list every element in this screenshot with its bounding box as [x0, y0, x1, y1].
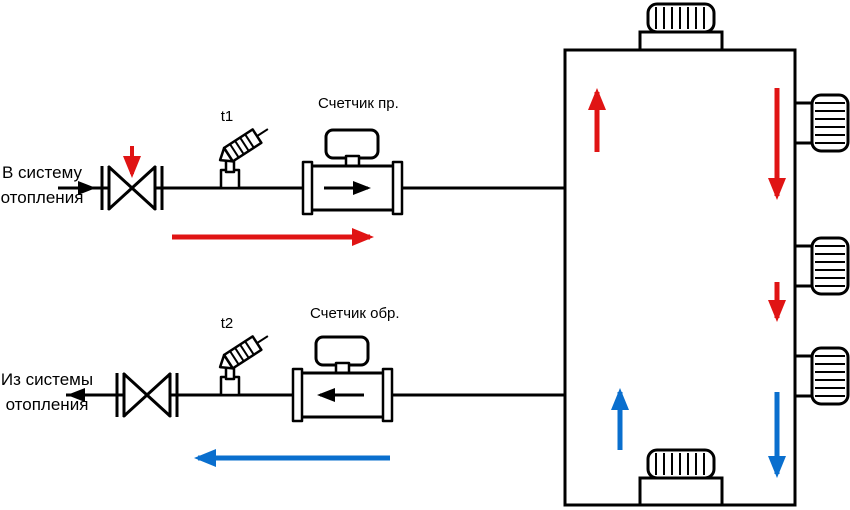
return-flow-meter-icon: [291, 335, 394, 423]
radiator-right-3-icon: [795, 346, 850, 406]
supply-valve-right-wedge: [130, 165, 157, 211]
radiator-top-fins: [655, 7, 705, 29]
supply-caption-line2: отопления: [1, 188, 84, 207]
return-valve-right-wedge: [145, 372, 172, 418]
supply-temp-sensor-icon: [218, 128, 269, 190]
supply-valve: [100, 165, 164, 211]
return-caption-line1: Из системы: [1, 370, 93, 389]
return-valve: [115, 372, 179, 418]
radiator-right-2-icon: [795, 236, 850, 296]
radiator-right-1-body: [810, 93, 850, 153]
supply-sensor-label: t1: [221, 108, 234, 125]
radiator-top-bracket: [638, 30, 724, 50]
supply-meter-label: Счетчик пр.: [318, 95, 399, 112]
radiator-bottom-bracket: [638, 476, 724, 505]
radiator-right-3-bracket: [795, 354, 812, 398]
return-caption-line2: отопления: [6, 395, 89, 414]
return-meter-flange-right: [381, 367, 394, 423]
supply-meter-head: [324, 128, 380, 160]
radiator-top-icon: [638, 2, 724, 50]
return-meter-flange-left: [291, 367, 304, 423]
return-meter-label: Счетчик обр.: [310, 305, 400, 322]
supply-valve-left-wedge: [107, 165, 134, 211]
radiator-bottom-icon: [638, 448, 724, 505]
heating-circuit-loop: [563, 48, 797, 507]
supply-meter-flange-left: [301, 160, 314, 216]
radiator-bottom-fins: [655, 453, 705, 475]
supply-flow-meter-icon: [301, 128, 404, 216]
radiator-right-3-body: [810, 346, 850, 406]
radiator-right-3-fins: [815, 355, 845, 397]
supply-caption-line1: В систему: [2, 163, 82, 182]
radiator-right-2-fins: [815, 245, 845, 287]
supply-meter-flange-right: [391, 160, 404, 216]
radiator-right-2-bracket: [795, 244, 812, 288]
return-valve-left-wedge: [122, 372, 149, 418]
supply-sensor-head: [218, 128, 269, 163]
return-meter-head: [314, 335, 370, 367]
return-sensor-head: [218, 335, 269, 370]
radiator-right-2-body: [810, 236, 850, 296]
return-temp-sensor-icon: [218, 335, 269, 397]
return-sensor-label: t2: [221, 315, 234, 332]
radiator-right-1-bracket: [795, 101, 812, 145]
radiator-right-1-fins: [815, 102, 845, 144]
radiator-right-1-icon: [795, 93, 850, 153]
